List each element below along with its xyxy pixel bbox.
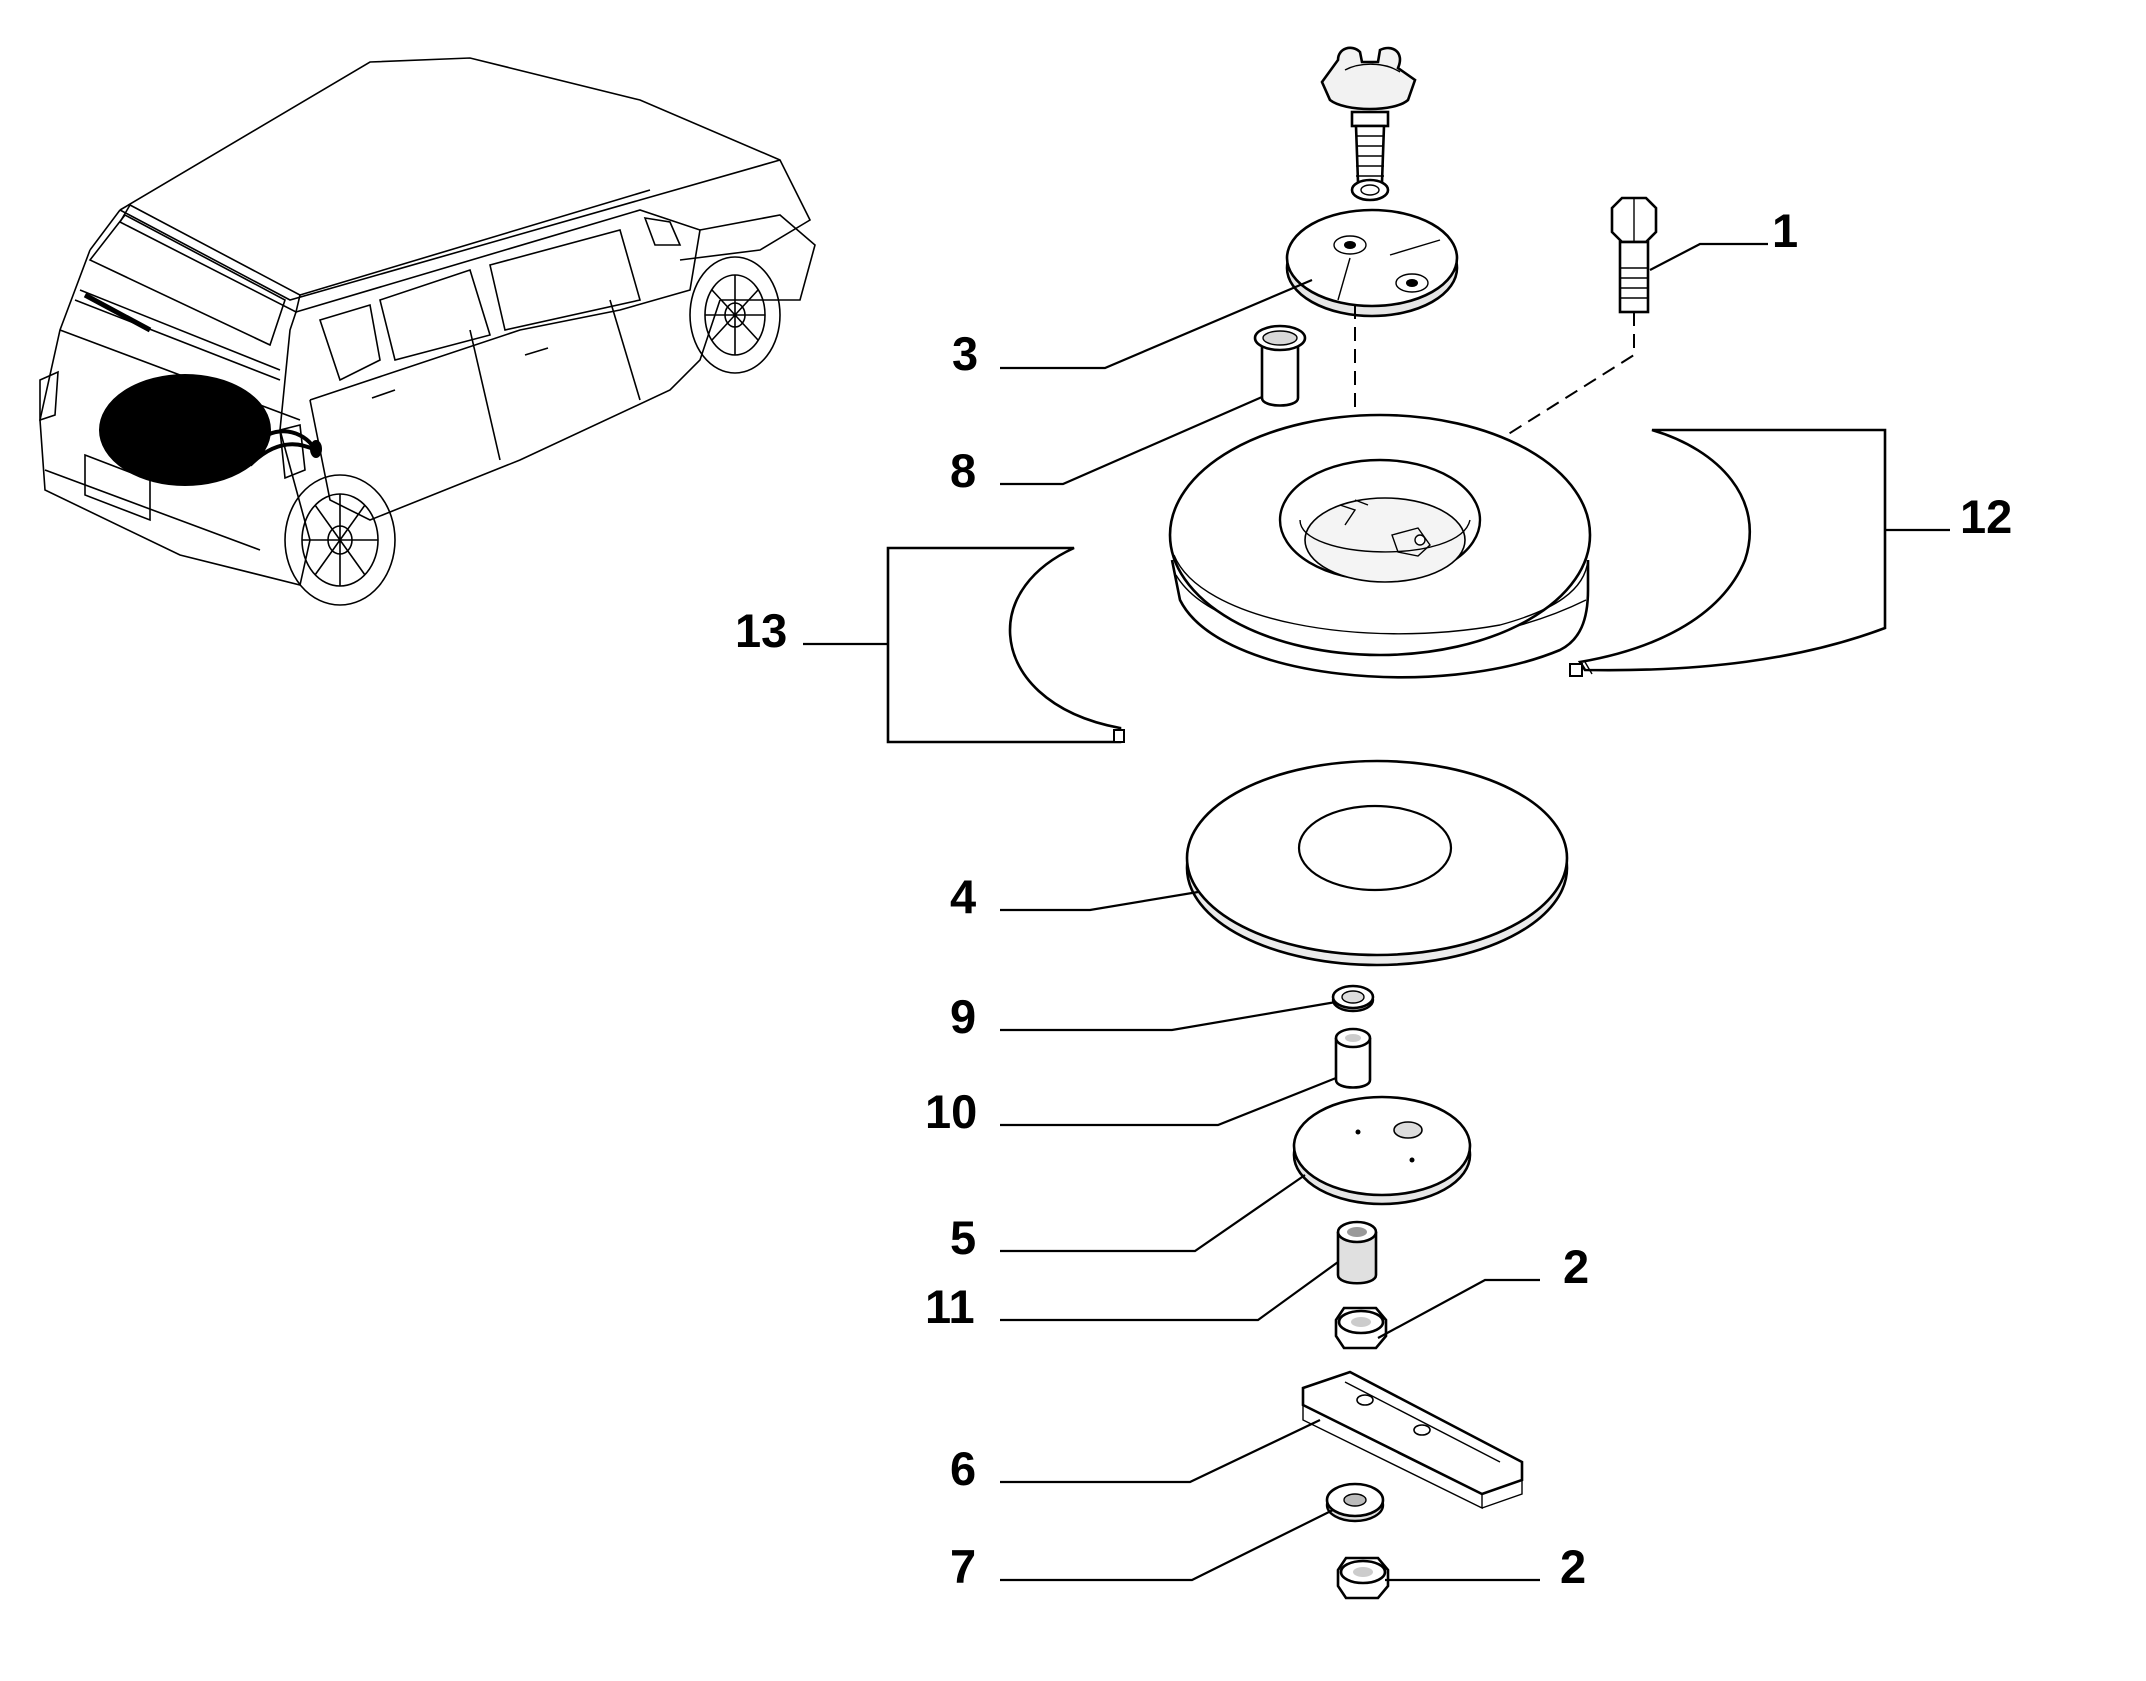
callout-2-upper: 2	[1563, 1240, 1589, 1293]
cover-plate-part	[1285, 208, 1459, 318]
callout-8: 8	[950, 444, 976, 497]
callout-11: 11	[925, 1280, 975, 1333]
left-cover-piece-part	[886, 546, 1125, 744]
leader-lines	[803, 242, 1950, 1582]
callout-10: 10	[925, 1085, 977, 1138]
callout-2-lower: 2	[1560, 1540, 1586, 1593]
lower-hex-nut-part	[1336, 1556, 1390, 1600]
leader-7	[1000, 1509, 1334, 1582]
leader-6	[1000, 1419, 1321, 1484]
leader-5	[1000, 1174, 1306, 1253]
callout-13: 13	[735, 604, 787, 657]
spacer-part	[1334, 1027, 1372, 1089]
callout-6: 6	[950, 1442, 976, 1495]
callout-labels: 1 2 2 3 4 5 6 7 8 9 10 11 12 13	[735, 204, 2012, 1593]
foam-disc-part	[1185, 759, 1569, 967]
right-cover-piece-part	[1569, 428, 1887, 677]
callout-4: 4	[950, 870, 976, 923]
callout-5: 5	[950, 1211, 976, 1264]
knob-bolt-part	[1320, 46, 1417, 202]
bushing-part	[1336, 1220, 1378, 1285]
leader-8	[1000, 395, 1263, 486]
callout-7: 7	[950, 1540, 976, 1593]
leader-3	[1000, 278, 1313, 370]
hex-bolt-part	[1610, 196, 1658, 314]
washer-part	[1325, 1482, 1385, 1523]
spare-wheel-part	[1168, 413, 1592, 679]
car-overview-illustration	[39, 57, 816, 606]
support-plate-part	[1292, 1095, 1472, 1206]
leader-1	[1649, 242, 1768, 271]
callout-9: 9	[950, 990, 976, 1043]
callout-1: 1	[1772, 204, 1798, 257]
leader-4	[1000, 890, 1199, 912]
sleeve-part	[1253, 324, 1307, 407]
callout-12: 12	[1960, 490, 2012, 543]
leader-11	[1000, 1261, 1339, 1322]
upper-hex-nut-part	[1334, 1306, 1388, 1350]
small-washer-part	[1331, 984, 1375, 1013]
leader-2-upper	[1377, 1278, 1540, 1339]
leader-10	[1000, 1076, 1337, 1127]
bracket-part	[1301, 1370, 1524, 1510]
leader-9	[1000, 1000, 1337, 1032]
callout-3: 3	[952, 327, 978, 380]
